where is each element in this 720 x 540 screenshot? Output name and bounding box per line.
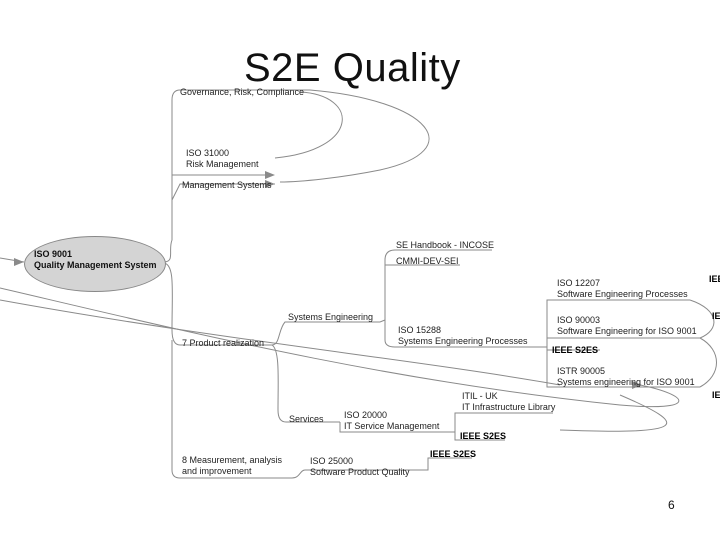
node-se-handbook[interactable]: SE Handbook - INCOSE bbox=[396, 240, 495, 250]
edge-label-2: IE bbox=[712, 311, 720, 321]
node-iso15288[interactable]: ISO 15288 Systems Engineering Processes bbox=[398, 325, 528, 347]
root-node-label: ISO 9001 Quality Management System bbox=[34, 249, 157, 271]
root-line-1: ISO 9001 bbox=[34, 249, 73, 259]
root-line-2: Quality Management System bbox=[34, 260, 157, 270]
node-iso25000-line2: Software Product Quality bbox=[310, 467, 410, 477]
node-iso12207-line1: ISO 12207 bbox=[557, 278, 601, 288]
page-number: 6 bbox=[668, 498, 675, 512]
node-iso90003[interactable]: ISO 90003 Software Engineering for ISO 9… bbox=[557, 315, 697, 337]
node-iso31000-line2: Risk Management bbox=[186, 159, 259, 169]
node-iso20000-line2: IT Service Management bbox=[344, 421, 440, 431]
edge-label-3: IE bbox=[712, 390, 720, 400]
node-ieee-s2es-measurement[interactable]: IEEE S2ES bbox=[430, 449, 477, 459]
node-iso15288-line1: ISO 15288 bbox=[398, 325, 442, 335]
node-itil-line2: IT Infrastructure Library bbox=[462, 402, 556, 412]
node-iso31000[interactable]: ISO 31000 Risk Management bbox=[186, 148, 259, 170]
node-ieee-s2es-se[interactable]: IEEE S2ES bbox=[552, 345, 599, 355]
node-cmmi[interactable]: CMMI-DEV-SEI bbox=[396, 256, 459, 266]
node-iso12207-line2: Software Engineering Processes bbox=[557, 289, 688, 299]
node-measurement[interactable]: 8 Measurement, analysis and improvement bbox=[182, 455, 282, 477]
node-iso15288-line2: Systems Engineering Processes bbox=[398, 336, 528, 346]
node-istr90005-line2: Systems engineering for ISO 9001 bbox=[557, 377, 695, 387]
node-iso90003-line1: ISO 90003 bbox=[557, 315, 601, 325]
node-product-realization[interactable]: 7 Product realization bbox=[182, 338, 265, 348]
node-governance[interactable]: Governance, Risk, Compliance bbox=[180, 87, 305, 97]
node-management-systems[interactable]: Management Systems bbox=[182, 180, 272, 190]
node-measurement-line2: and improvement bbox=[182, 466, 252, 476]
node-measurement-line1: 8 Measurement, analysis bbox=[182, 455, 283, 465]
root-node-iso9001[interactable] bbox=[24, 236, 166, 292]
edge-label-1: IEE bbox=[709, 274, 720, 284]
node-iso25000-line1: ISO 25000 bbox=[310, 456, 354, 466]
node-iso20000-line1: ISO 20000 bbox=[344, 410, 388, 420]
node-services[interactable]: Services bbox=[289, 414, 324, 424]
node-istr90005-line1: ISTR 90005 bbox=[557, 366, 606, 376]
node-iso12207[interactable]: ISO 12207 Software Engineering Processes bbox=[557, 278, 688, 300]
node-itil[interactable]: ITIL - UK IT Infrastructure Library bbox=[462, 391, 555, 413]
slide-title: S2E Quality bbox=[244, 46, 461, 90]
node-iso31000-line1: ISO 31000 bbox=[186, 148, 230, 158]
node-istr90005[interactable]: ISTR 90005 Systems engineering for ISO 9… bbox=[557, 366, 695, 388]
node-iso20000[interactable]: ISO 20000 IT Service Management bbox=[344, 410, 439, 432]
node-systems-engineering[interactable]: Systems Engineering bbox=[288, 312, 374, 322]
node-iso90003-line2: Software Engineering for ISO 9001 bbox=[557, 326, 697, 336]
node-iso25000[interactable]: ISO 25000 Software Product Quality bbox=[310, 456, 410, 478]
node-itil-line1: ITIL - UK bbox=[462, 391, 498, 401]
node-ieee-s2es-services[interactable]: IEEE S2ES bbox=[460, 431, 507, 441]
